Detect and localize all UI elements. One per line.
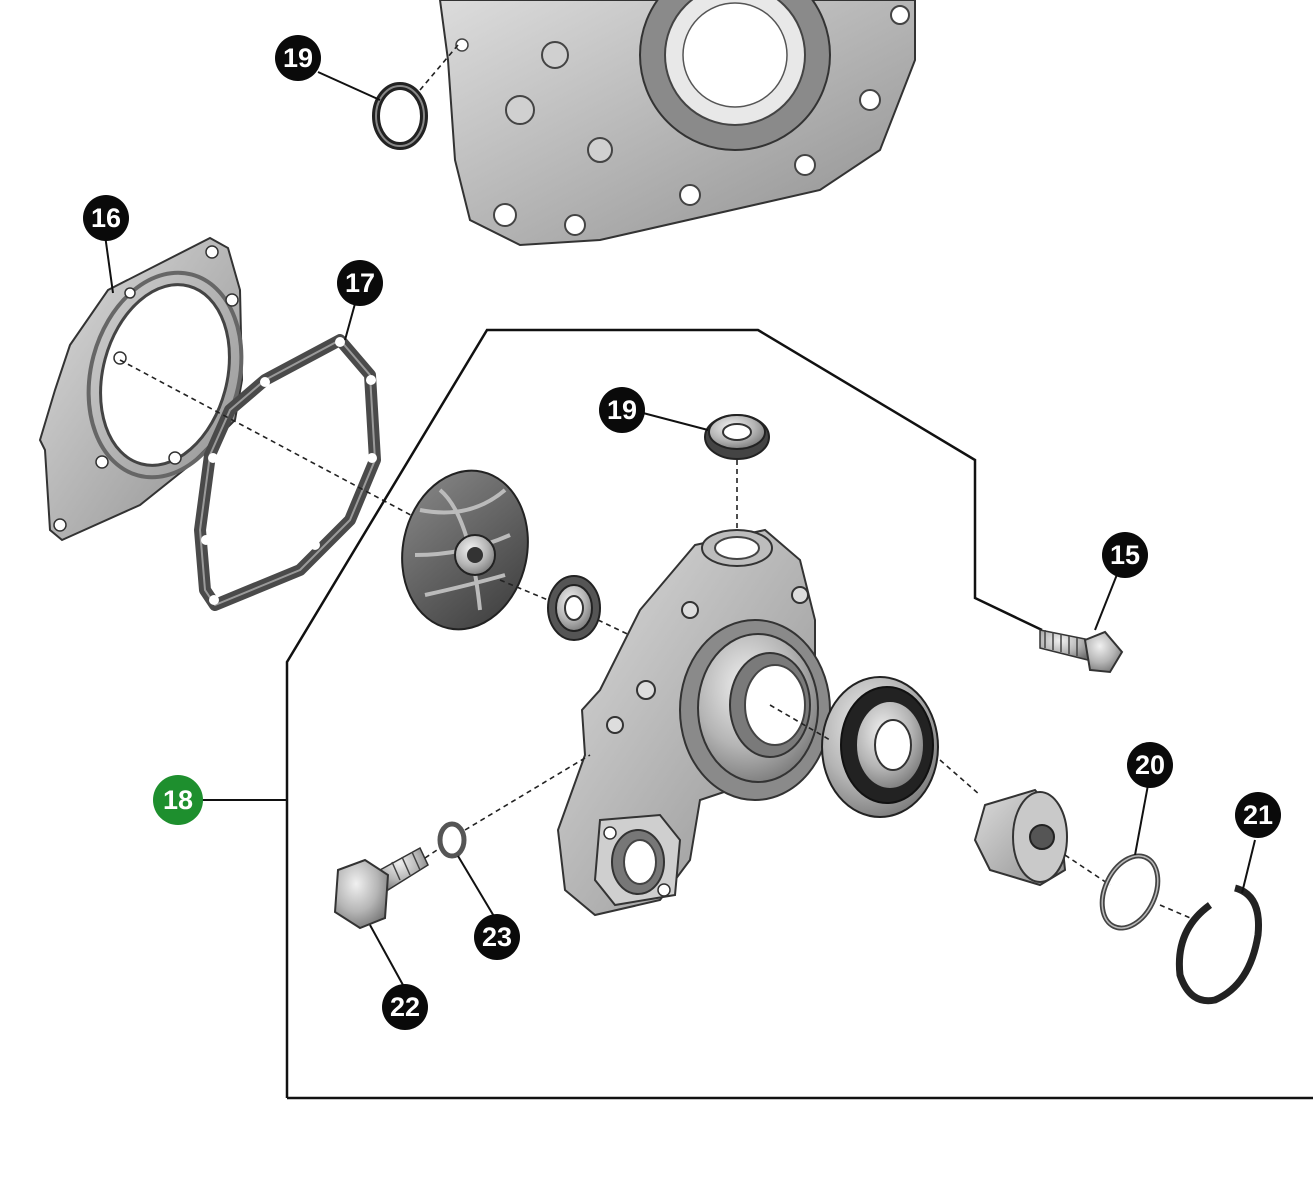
main-housing: [438, 0, 916, 247]
callout-20[interactable]: 20: [1127, 742, 1173, 788]
callout-label: 17: [345, 268, 375, 298]
callout-21[interactable]: 21: [1235, 792, 1281, 838]
callout-label: 20: [1135, 750, 1165, 780]
callout-18[interactable]: 18: [153, 775, 203, 825]
callout-badge: [599, 387, 645, 433]
leader-lines: [104, 71, 1256, 986]
gasket: [194, 334, 381, 611]
callout-badge: [1102, 532, 1148, 578]
sleeve: [973, 788, 1068, 887]
callout-badge: [153, 775, 203, 825]
callout-19-assembly[interactable]: 19: [599, 387, 645, 433]
callout-label: 23: [482, 922, 512, 952]
callout-label: 16: [91, 203, 121, 233]
callout-16[interactable]: 16: [83, 195, 129, 241]
large-bearing: [821, 676, 939, 818]
callout-badge: [337, 260, 383, 306]
callout-badge: [83, 195, 129, 241]
callout-15[interactable]: 15: [1102, 532, 1148, 578]
impeller: [401, 469, 529, 631]
bolt-22: [333, 846, 429, 930]
retaining-ring: [1099, 853, 1161, 931]
callout-badge: [275, 35, 321, 81]
callouts: 19 16 17 19 15 18 20 21: [83, 35, 1281, 1030]
callout-badge: [382, 984, 428, 1030]
callout-badge: [1127, 742, 1173, 788]
callout-23[interactable]: 23: [474, 914, 520, 960]
cover-plate: [38, 236, 244, 542]
callout-label: 18: [163, 785, 193, 815]
washer: [437, 821, 467, 859]
pump-body: [556, 528, 831, 917]
callout-22[interactable]: 22: [382, 984, 428, 1030]
o-ring-top: [372, 82, 428, 150]
callout-badge: [474, 914, 520, 960]
circlip: [1175, 884, 1263, 1005]
assembly-outline: [285, 328, 1043, 1098]
callout-19-top[interactable]: 19: [275, 35, 321, 81]
callout-label: 21: [1243, 800, 1273, 830]
callout-label: 15: [1110, 540, 1140, 570]
callout-label: 22: [390, 992, 420, 1022]
bolt-15: [1039, 629, 1124, 674]
callout-label: 19: [283, 43, 313, 73]
callout-17[interactable]: 17: [337, 260, 383, 306]
small-bearing: [547, 575, 601, 641]
callout-badge: [1235, 792, 1281, 838]
seal-bearing: [704, 414, 770, 460]
callout-label: 19: [607, 395, 637, 425]
